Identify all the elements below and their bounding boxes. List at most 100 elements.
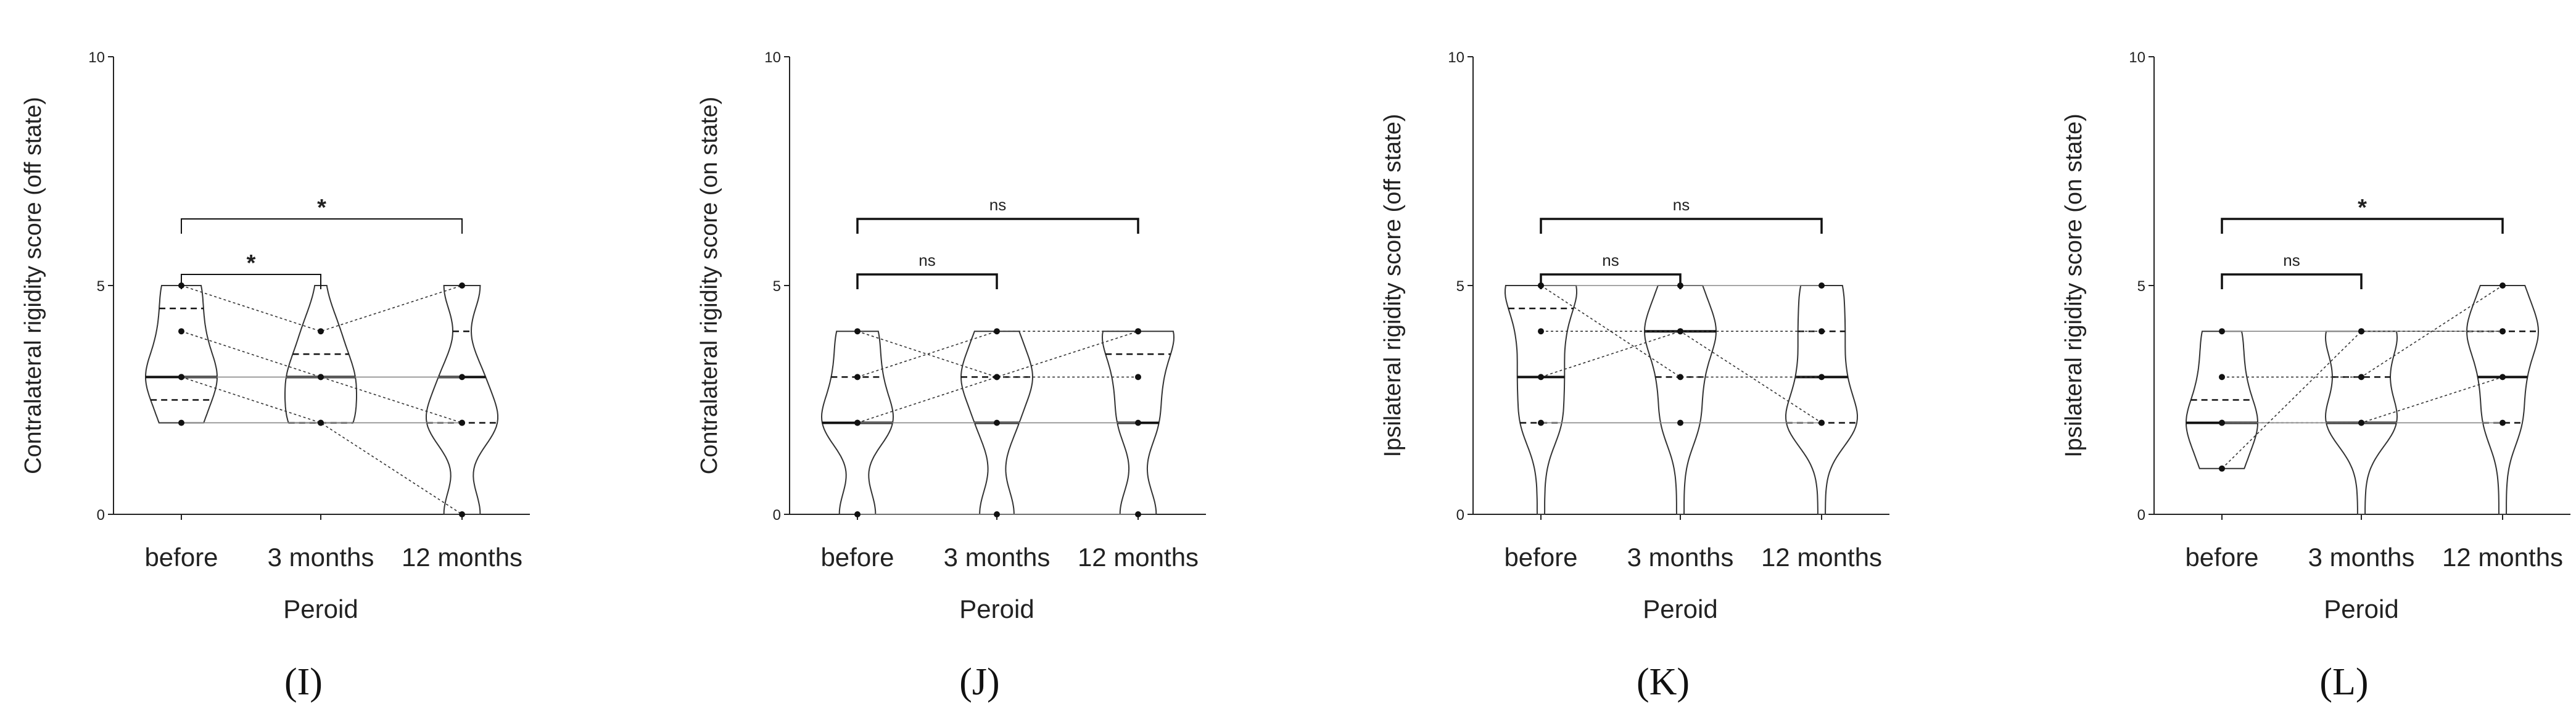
subject-line xyxy=(2221,331,2503,469)
x-tick-label: 3 months xyxy=(2308,543,2415,572)
y-tick-label: 0 xyxy=(2137,507,2145,524)
x-tick-label: before xyxy=(144,543,218,572)
subject-point xyxy=(1135,419,1141,426)
significance-bracket xyxy=(856,273,998,289)
panel-label: (L) xyxy=(2319,661,2368,703)
subject-point xyxy=(994,374,1000,381)
y-tick-label: 10 xyxy=(88,49,105,66)
subject-point xyxy=(1677,328,1683,335)
subject-point xyxy=(459,511,465,517)
x-tick-label: 12 months xyxy=(1078,543,1199,572)
subject-point xyxy=(1818,374,1825,381)
subject-point xyxy=(854,328,861,335)
violin-body xyxy=(1643,285,1717,515)
subject-line xyxy=(2222,376,2503,424)
subject-point xyxy=(178,328,184,335)
violin-body xyxy=(1504,285,1578,515)
subject-point xyxy=(1538,374,1544,381)
violin-body xyxy=(960,331,1034,515)
violin-body xyxy=(144,285,218,424)
panel-label: (K) xyxy=(1637,661,1690,703)
subject-point xyxy=(1818,419,1825,426)
x-tick-label: 3 months xyxy=(944,543,1051,572)
subject-point xyxy=(994,511,1000,517)
subject-point xyxy=(1677,374,1683,381)
x-tick-label: before xyxy=(2185,543,2258,572)
x-axis-label: Peroid xyxy=(1643,594,1717,623)
subject-point xyxy=(1818,282,1825,289)
x-tick-label: 3 months xyxy=(1627,543,1734,572)
violin-body xyxy=(1785,285,1859,515)
subject-point xyxy=(1818,328,1825,335)
y-tick-label: 10 xyxy=(1448,49,1464,66)
y-tick-label: 5 xyxy=(1456,278,1464,295)
subject-point xyxy=(994,419,1000,426)
violin-body xyxy=(426,285,498,515)
significance-bracket xyxy=(1540,218,1823,234)
subject-point xyxy=(459,419,465,426)
subject-point xyxy=(2358,419,2364,426)
subject-point xyxy=(178,374,184,381)
x-axis-label: Peroid xyxy=(959,594,1034,623)
x-tick-label: before xyxy=(1504,543,1577,572)
y-tick-label: 5 xyxy=(773,278,781,295)
panel-label: (I) xyxy=(284,661,323,703)
y-tick-label: 0 xyxy=(1456,507,1464,524)
significance-bracket xyxy=(1540,273,1682,289)
significance-label: * xyxy=(2358,195,2367,221)
subject-point xyxy=(854,374,861,381)
significance-bracket xyxy=(2221,218,2504,234)
subject-point xyxy=(2219,328,2225,335)
subject-point xyxy=(2358,374,2364,381)
subject-point xyxy=(459,282,465,289)
subject-point xyxy=(2358,328,2364,335)
subject-point xyxy=(854,511,861,517)
x-tick-label: 12 months xyxy=(1761,543,1882,572)
subject-line xyxy=(857,376,1138,424)
violin-body xyxy=(2466,285,2540,515)
subject-point xyxy=(2219,419,2225,426)
significance-label: ns xyxy=(989,195,1006,214)
violin-body xyxy=(820,331,894,515)
subject-point xyxy=(2219,374,2225,381)
subject-line xyxy=(181,376,463,515)
significance-bracket xyxy=(181,274,321,289)
x-tick-label: before xyxy=(820,543,894,572)
y-tick-label: 0 xyxy=(97,507,105,524)
significance-bracket xyxy=(2221,273,2363,289)
y-tick-label: 0 xyxy=(773,507,781,524)
subject-point xyxy=(2500,419,2506,426)
subject-line xyxy=(857,331,1139,378)
significance-label: * xyxy=(317,195,326,221)
subject-point xyxy=(2219,465,2225,472)
significance-bracket xyxy=(856,218,1139,234)
x-axis-label: Peroid xyxy=(2324,594,2398,623)
y-axis-label: Contralateral rigidity score (off state) xyxy=(20,97,46,474)
subject-point xyxy=(1135,374,1141,381)
subject-point xyxy=(994,328,1000,335)
significance-label: ns xyxy=(2283,251,2300,269)
subject-point xyxy=(2500,374,2506,381)
subject-point xyxy=(1135,511,1141,517)
subject-point xyxy=(2500,328,2506,335)
significance-bracket xyxy=(181,218,463,234)
subject-point xyxy=(1135,328,1141,335)
subject-point xyxy=(1538,419,1544,426)
significance-label: ns xyxy=(919,251,935,269)
y-axis-label: Ipsilateral rigidity score (off state) xyxy=(1380,114,1406,458)
subject-point xyxy=(854,419,861,426)
x-axis-label: Peroid xyxy=(283,594,358,623)
significance-label: ns xyxy=(1602,251,1619,269)
y-tick-label: 5 xyxy=(97,278,105,295)
x-tick-label: 12 months xyxy=(2442,543,2563,572)
subject-point xyxy=(1677,419,1683,426)
subject-point xyxy=(318,374,324,381)
x-tick-label: 3 months xyxy=(268,543,374,572)
subject-line xyxy=(1540,331,1822,378)
subject-line xyxy=(857,331,1138,378)
subject-point xyxy=(178,419,184,426)
